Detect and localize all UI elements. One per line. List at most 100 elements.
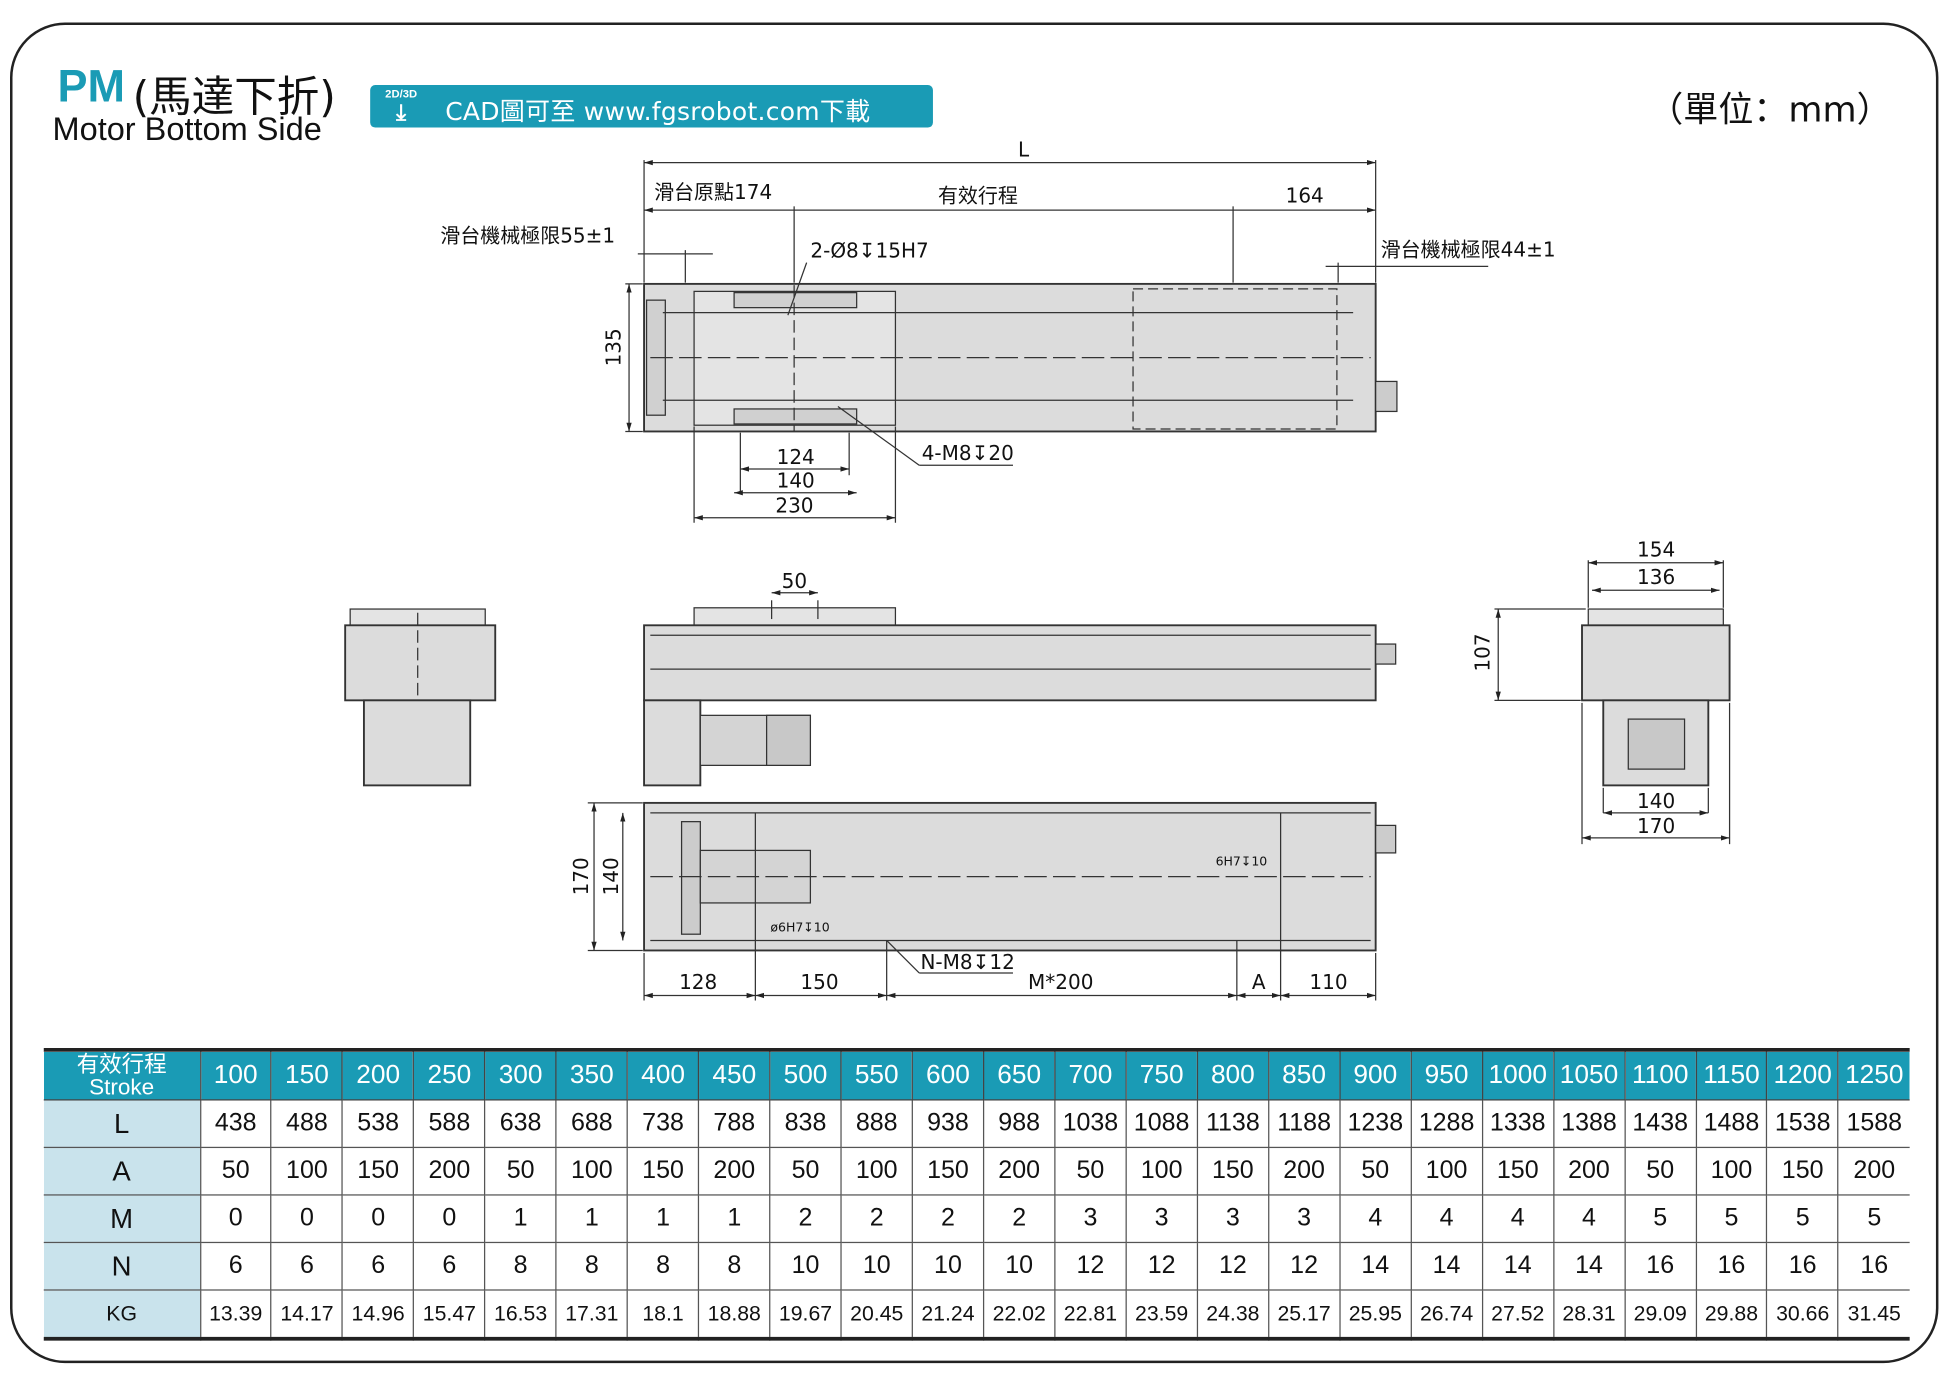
header-stroke-value: 700 <box>1054 1049 1127 1101</box>
table-cell: 0 <box>413 1194 486 1244</box>
dim-107: 107 <box>1470 633 1494 671</box>
callout-pin-left: ø6H7↧10 <box>770 920 829 935</box>
table-cell: 1288 <box>1410 1099 1483 1149</box>
dim-150: 150 <box>800 970 838 994</box>
table-cell: 14 <box>1481 1241 1555 1291</box>
table-cell: 588 <box>413 1099 486 1149</box>
table-cell: 6 <box>413 1241 486 1291</box>
page-frame <box>10 22 1939 1364</box>
table-cell: 16 <box>1837 1241 1910 1291</box>
table-cell: 2 <box>769 1194 842 1244</box>
table-cell: 50 <box>769 1146 842 1196</box>
table-cell: 0 <box>341 1194 415 1244</box>
table-cell: 4 <box>1552 1194 1626 1244</box>
table-cell: 14.17 <box>270 1289 344 1340</box>
table-cell: 100 <box>1125 1146 1198 1196</box>
header-stroke-value: 200 <box>341 1049 415 1101</box>
header-stroke-value: 250 <box>413 1049 486 1101</box>
table-cell: 13.39 <box>199 1289 272 1340</box>
dim-L: L <box>1018 137 1030 161</box>
table-cell: 22.81 <box>1054 1289 1127 1340</box>
table-cell: 4 <box>1339 1194 1412 1244</box>
table-cell: 16.53 <box>484 1289 557 1340</box>
table-cell: 100 <box>555 1146 629 1196</box>
dim-140-end: 140 <box>1637 789 1675 813</box>
table-cell: 688 <box>555 1099 629 1149</box>
dim-170-end: 170 <box>1637 814 1675 838</box>
callout-pin-right: 6H7↧10 <box>1216 853 1268 868</box>
cad-download-text: CAD圖可至 www.fgsrobot.com下載 <box>445 96 871 127</box>
table-cell: 10 <box>982 1241 1056 1291</box>
table-cell: 1 <box>555 1194 629 1244</box>
table-cell: 23.59 <box>1125 1289 1198 1340</box>
header-stroke-value: 350 <box>555 1049 629 1101</box>
header-stroke-value: 850 <box>1267 1049 1341 1101</box>
dim-stroke: 有效行程 <box>938 184 1018 208</box>
table-cell: 10 <box>840 1241 913 1291</box>
download-icon-label: 2D/3D <box>385 87 418 101</box>
table-cell: 1438 <box>1623 1099 1697 1149</box>
table-cell: 2 <box>911 1194 985 1244</box>
header-stroke-value: 1150 <box>1695 1049 1768 1101</box>
dim-limit-left: 滑台機械極限55±1 <box>440 224 615 248</box>
table-cell: 100 <box>270 1146 344 1196</box>
header-stroke-value: 1100 <box>1623 1049 1697 1101</box>
header-stroke-value: 600 <box>911 1049 985 1101</box>
dim-154: 154 <box>1637 538 1675 562</box>
table-cell: 150 <box>1196 1146 1270 1196</box>
table-cell: 6 <box>199 1241 272 1291</box>
table-cell: 8 <box>555 1241 629 1291</box>
table-cell: 15.47 <box>413 1289 486 1340</box>
table-cell: 16 <box>1695 1241 1768 1291</box>
dim-limit-right: 滑台機械極限44±1 <box>1381 237 1556 261</box>
table-cell: 200 <box>413 1146 486 1196</box>
table-cell: 1138 <box>1196 1099 1270 1149</box>
callout-tap-n: N-M8↧12 <box>920 950 1014 974</box>
table-cell: 200 <box>1552 1146 1626 1196</box>
header-stroke-value: 550 <box>840 1049 913 1101</box>
header-stroke-value: 450 <box>698 1049 771 1101</box>
table-cell: 100 <box>840 1146 913 1196</box>
table-cell: 8 <box>484 1241 557 1291</box>
dim-136: 136 <box>1637 565 1675 589</box>
table-cell: 0 <box>199 1194 272 1244</box>
header-stroke-en: Stroke <box>89 1074 155 1100</box>
dim-164: 164 <box>1286 184 1324 208</box>
header-stroke-value: 1000 <box>1481 1049 1555 1101</box>
model-subtitle-en: Motor Bottom Side <box>52 110 322 148</box>
table-cell: 50 <box>1054 1146 1127 1196</box>
table-cell: 6 <box>341 1241 415 1291</box>
header-stroke-value: 100 <box>199 1049 272 1101</box>
header-stroke-value: 500 <box>769 1049 842 1101</box>
table-cell: 1538 <box>1766 1099 1839 1149</box>
dim-230: 230 <box>775 494 813 518</box>
table-cell: 200 <box>698 1146 771 1196</box>
table-cell: 100 <box>1410 1146 1483 1196</box>
table-cell: 14.96 <box>341 1289 415 1340</box>
cad-download-banner[interactable]: 2D/3D ⤓ CAD圖可至 www.fgsrobot.com下載 <box>370 85 933 128</box>
table-cell: 19.67 <box>769 1289 842 1340</box>
table-cell: 1188 <box>1267 1099 1341 1149</box>
dim-135: 135 <box>601 328 625 366</box>
table-cell: 22.02 <box>982 1289 1056 1340</box>
table-cell: 5 <box>1766 1194 1839 1244</box>
table-cell: 1588 <box>1837 1099 1910 1149</box>
row-label: A <box>43 1146 201 1196</box>
table-cell: 538 <box>341 1099 415 1149</box>
table-cell: 10 <box>911 1241 985 1291</box>
row-label: L <box>43 1099 201 1149</box>
table-cell: 200 <box>982 1146 1056 1196</box>
table-cell: 18.1 <box>626 1289 700 1340</box>
header-stroke-value: 1050 <box>1552 1049 1626 1101</box>
technical-drawing: L 滑台原點174 有效行程 164 滑台機械極限55±1 滑台機械極限44±1… <box>344 137 1731 1001</box>
table-cell: 1238 <box>1339 1099 1412 1149</box>
table-cell: 29.88 <box>1695 1289 1768 1340</box>
table-cell: 30.66 <box>1766 1289 1839 1340</box>
table-cell: 50 <box>1623 1146 1697 1196</box>
dim-origin: 滑台原點174 <box>654 180 772 204</box>
table-cell: 12 <box>1196 1241 1270 1291</box>
